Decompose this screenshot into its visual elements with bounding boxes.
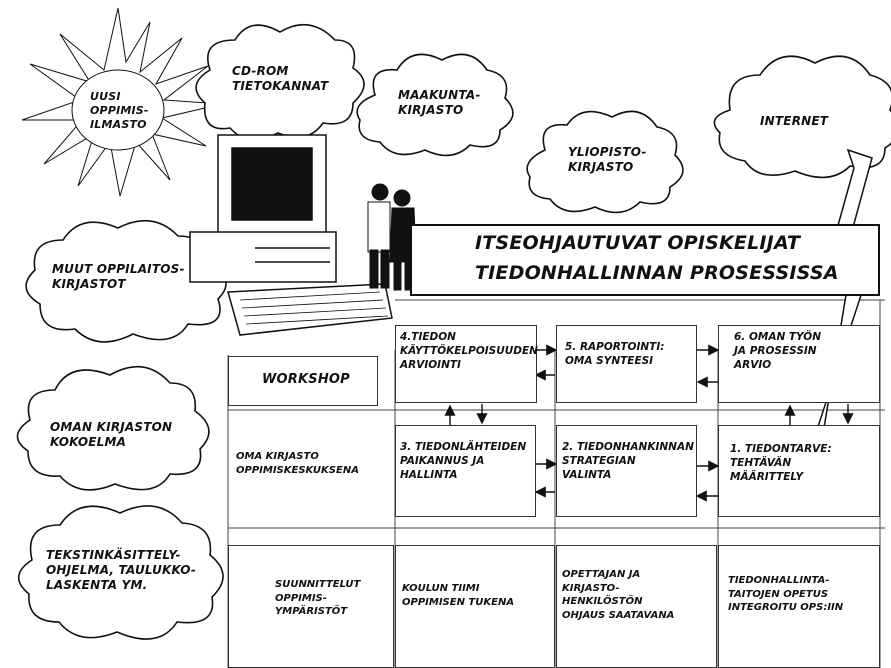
foundation-2-text: KOULUN TIIMI OPPIMISEN TUKENA <box>402 583 515 608</box>
box-oma-kirjasto <box>230 425 393 515</box>
cloud-label-internet: INTERNET <box>760 114 829 128</box>
cloud-label-oman: OMAN KIRJASTON KOKOELMA <box>50 420 173 449</box>
sun-text: UUSI OPPIMIS- ILMASTO <box>90 90 149 131</box>
box-step-6 <box>718 325 880 403</box>
cloud-label-teksti: TEKSTINKÄSITTELY- OHJELMA, TAULUKKO- LAS… <box>46 548 197 592</box>
step-1-text: 1. TIEDONTARVE: TEHTÄVÄN MÄÄRITTELY <box>730 443 832 484</box>
box-step-3 <box>395 425 536 517</box>
foundation-1-text: SUUNNITTELUT OPPIMIS- YMPÄRISTÖT <box>275 579 361 617</box>
cloud-label-yliopisto: YLIOPISTO- KIRJASTO <box>568 145 647 174</box>
foundation-3-text: OPETTAJAN JA KIRJASTO- HENKILÖSTÖN OHJAU… <box>562 569 675 621</box>
cloud-label-muut: MUUT OPPILAITOS- KIRJASTOT <box>52 262 185 291</box>
title-box <box>410 224 880 296</box>
step-6-text: 6. OMAN TYÖN JA PROSESSIN ARVIO <box>734 331 821 372</box>
box-foundation-1 <box>228 545 394 668</box>
box-step-4 <box>395 325 537 403</box>
title-line-2: TIEDONHALLINNAN PROSESSISSA <box>475 262 839 284</box>
cloud-internet <box>713 55 891 179</box>
cloud-maakunta <box>356 53 514 157</box>
box-step-2 <box>556 425 697 517</box>
cloud-label-maakunta: MAAKUNTA- KIRJASTO <box>398 88 481 117</box>
people-silhouette <box>367 183 417 291</box>
oma-kirjasto-text: OMA KIRJASTO OPPIMISKESKUKSENA <box>236 451 359 476</box>
box-step-1 <box>718 425 880 517</box>
title-line-1: ITSEOHJAUTUVAT OPISKELIJAT <box>475 232 801 254</box>
box-workshop <box>228 356 378 406</box>
cloud-label-cdrom: CD-ROM TIETOKANNAT <box>232 64 329 93</box>
step-2-text: 2. TIEDONHANKINNAN STRATEGIAN VALINTA <box>562 441 694 482</box>
step-5-text: 5. RAPORTOINTI: OMA SYNTEESI <box>565 341 665 368</box>
foundation-4-text: TIEDONHALLINTA- TAITOJEN OPETUS INTEGROI… <box>728 575 844 613</box>
computer-illustration <box>189 134 393 336</box>
step-4-text: 4.TIEDON KÄYTTÖKELPOISUUDEN ARVIOINTI <box>400 331 538 372</box>
box-step-5 <box>556 325 697 403</box>
workshop-text: WORKSHOP <box>262 372 350 387</box>
flow-arrows <box>444 344 854 502</box>
cloud-shapes <box>16 23 891 640</box>
cloud-yliopisto <box>526 110 684 214</box>
cloud-oman <box>16 365 210 491</box>
step-3-text: 3. TIEDONLÄHTEIDEN PAIKANNUS JA HALLINTA <box>400 441 527 482</box>
grid-lines <box>227 299 885 668</box>
box-foundation-3 <box>556 545 717 668</box>
sun-burst <box>21 7 223 197</box>
cloud-teksti <box>17 505 224 640</box>
cloud-muut <box>25 219 227 343</box>
cloud-cdrom <box>195 23 365 141</box>
